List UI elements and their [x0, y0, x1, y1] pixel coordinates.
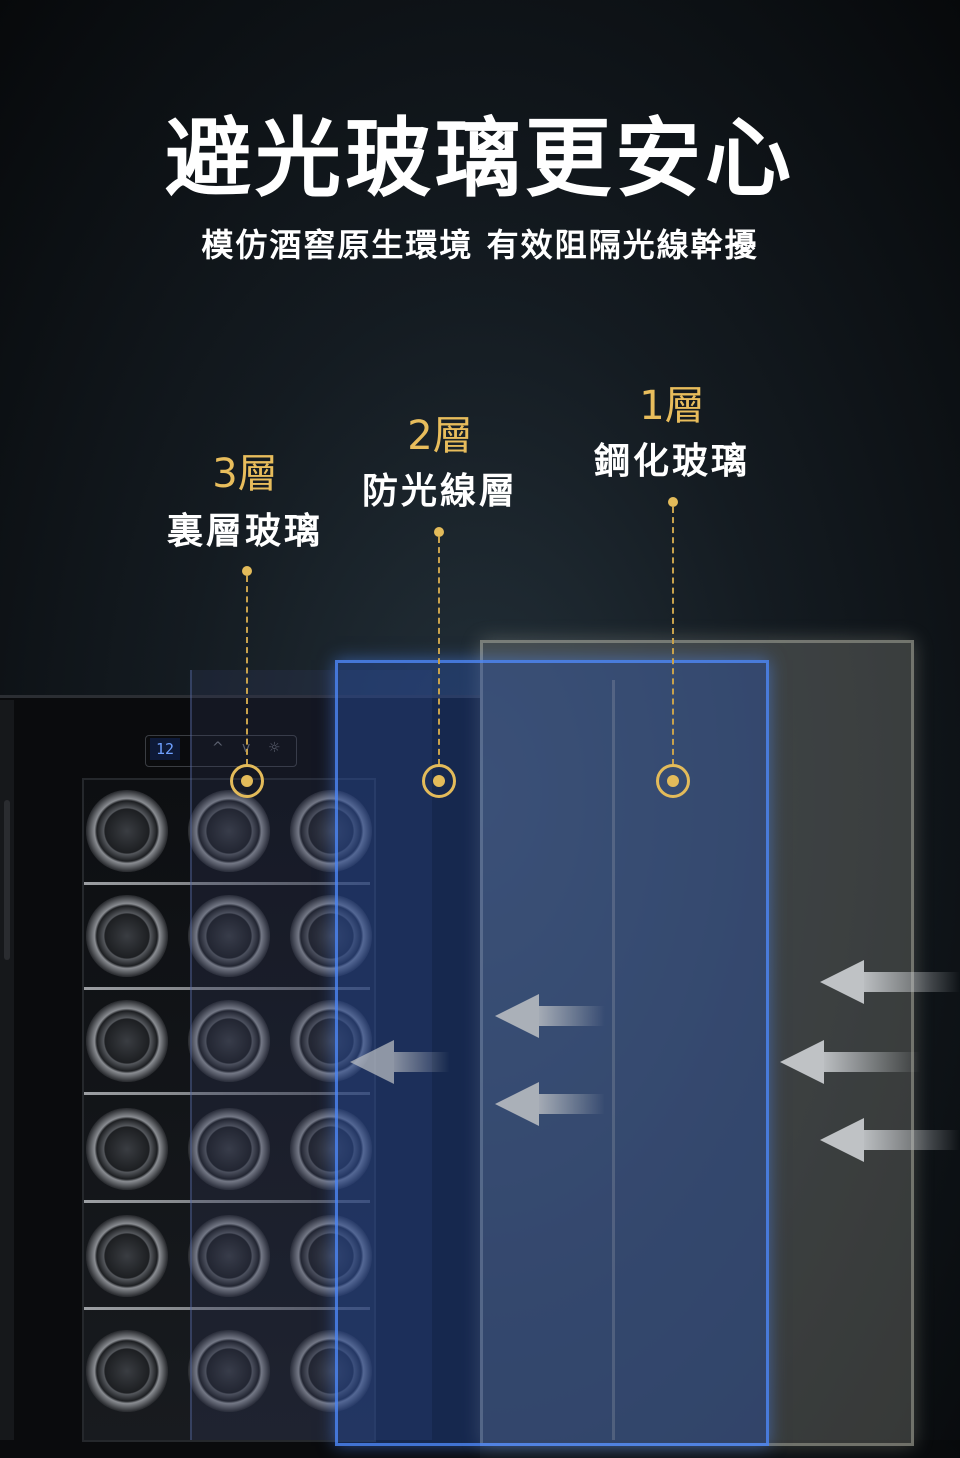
page-subtitle: 模仿酒窖原生環境 有效阻隔光線幹擾	[201, 226, 759, 264]
light-arrow-icon	[820, 960, 960, 1004]
layer-1-guide-line	[672, 507, 674, 765]
layer-1-guide-dot	[668, 497, 678, 507]
wire-shelf	[84, 1307, 370, 1310]
layer-1-label: 1層 鋼化玻璃	[572, 382, 772, 486]
light-button-icon: ☼	[268, 740, 281, 756]
wire-shelf	[84, 987, 370, 990]
wire-shelf	[84, 1092, 370, 1095]
wine-bottle	[86, 790, 168, 872]
wine-bottle	[86, 1108, 168, 1190]
wine-bottle	[290, 895, 372, 977]
light-arrow-icon	[495, 994, 605, 1038]
layer-3-target-icon	[230, 764, 264, 798]
layer-2-guide-dot	[434, 527, 444, 537]
wine-bottle	[188, 1000, 270, 1082]
wine-bottle	[290, 1215, 372, 1297]
wine-bottle	[188, 1108, 270, 1190]
light-arrow-icon	[350, 1040, 450, 1084]
wine-bottle	[188, 790, 270, 872]
wine-bottle	[188, 1330, 270, 1412]
layer-2-label: 2層 防光線層	[340, 412, 540, 516]
layer-3-guide-line	[246, 576, 248, 765]
wine-bottle	[86, 895, 168, 977]
layer-2-number: 2層	[407, 413, 473, 459]
wine-bottle	[290, 790, 372, 872]
up-button-icon: ^	[212, 740, 224, 756]
layer-2-target-icon	[422, 764, 456, 798]
wine-bottle	[188, 895, 270, 977]
wire-shelf	[84, 882, 370, 885]
temperature-display: 12	[150, 738, 180, 760]
layer-3-number: 3層	[212, 451, 278, 497]
light-arrow-icon	[495, 1082, 605, 1126]
page-title: 避光玻璃更安心	[165, 109, 795, 209]
layer-1-name: 鋼化玻璃	[593, 441, 750, 482]
light-arrow-icon	[820, 1118, 960, 1162]
tempered-glass-layer	[480, 640, 914, 1446]
control-panel	[145, 735, 297, 767]
layer-2-name: 防光線層	[361, 471, 518, 512]
wire-shelf	[84, 1200, 370, 1203]
wine-bottle	[290, 1108, 372, 1190]
light-arrow-icon	[780, 1040, 920, 1084]
glass-edge-highlight	[612, 680, 615, 1440]
door-handle	[4, 800, 10, 960]
wine-bottle	[86, 1215, 168, 1297]
fridge-side	[0, 700, 14, 1440]
wine-bottle	[86, 1000, 168, 1082]
layer-3-guide-dot	[242, 566, 252, 576]
wine-bottle	[86, 1330, 168, 1412]
layer-3-name: 裏層玻璃	[166, 511, 323, 552]
layer-1-target-icon	[656, 764, 690, 798]
layer-3-label: 3層 裏層玻璃	[145, 450, 345, 556]
layer-1-number: 1層	[639, 383, 705, 429]
layer-2-guide-line	[438, 537, 440, 765]
wine-bottle	[188, 1215, 270, 1297]
wine-bottle	[290, 1330, 372, 1412]
